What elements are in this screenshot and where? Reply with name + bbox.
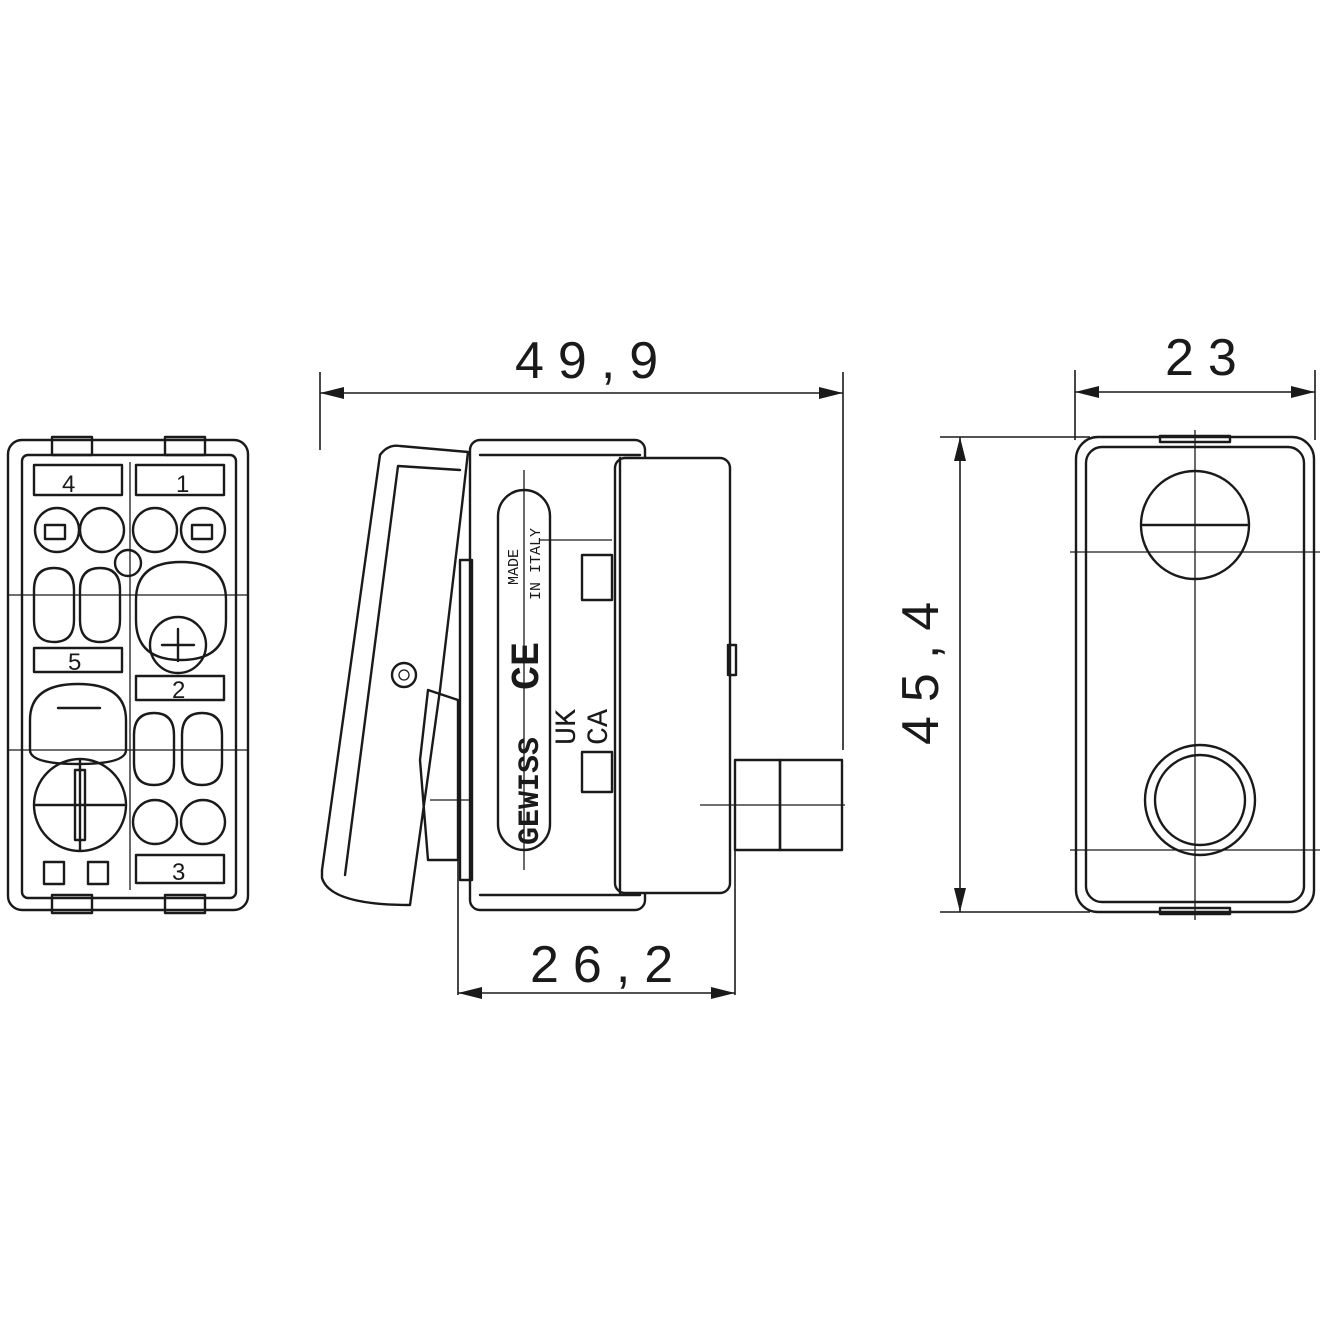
dimension-body-depth: 26,2 <box>530 936 687 994</box>
ce-mark: CE <box>506 642 551 690</box>
terminal-label-5: 5 <box>68 649 81 676</box>
marking-made: MADE <box>506 549 523 585</box>
terminal-label-1: 1 <box>176 471 189 498</box>
dimension-total-length: 49,9 <box>515 332 672 390</box>
terminal-label-4: 4 <box>62 471 75 498</box>
side-view: 49,9 MADE IN ITALY CE GEWISS UK CA <box>319 332 845 999</box>
front-view: 45,4 23 <box>892 329 1320 920</box>
brand-logo: GEWISS <box>514 737 548 845</box>
terminal-label-2: 2 <box>172 677 185 704</box>
terminal-label-3: 3 <box>172 859 185 886</box>
ukca-line1: UK <box>551 709 585 745</box>
ukca-line2: CA <box>583 709 617 745</box>
dimension-height: 45,4 <box>892 588 950 745</box>
rear-view: 4 1 5 2 3 <box>6 435 250 915</box>
dimension-width: 23 <box>1165 329 1251 387</box>
marking-in-italy: IN ITALY <box>528 528 545 600</box>
